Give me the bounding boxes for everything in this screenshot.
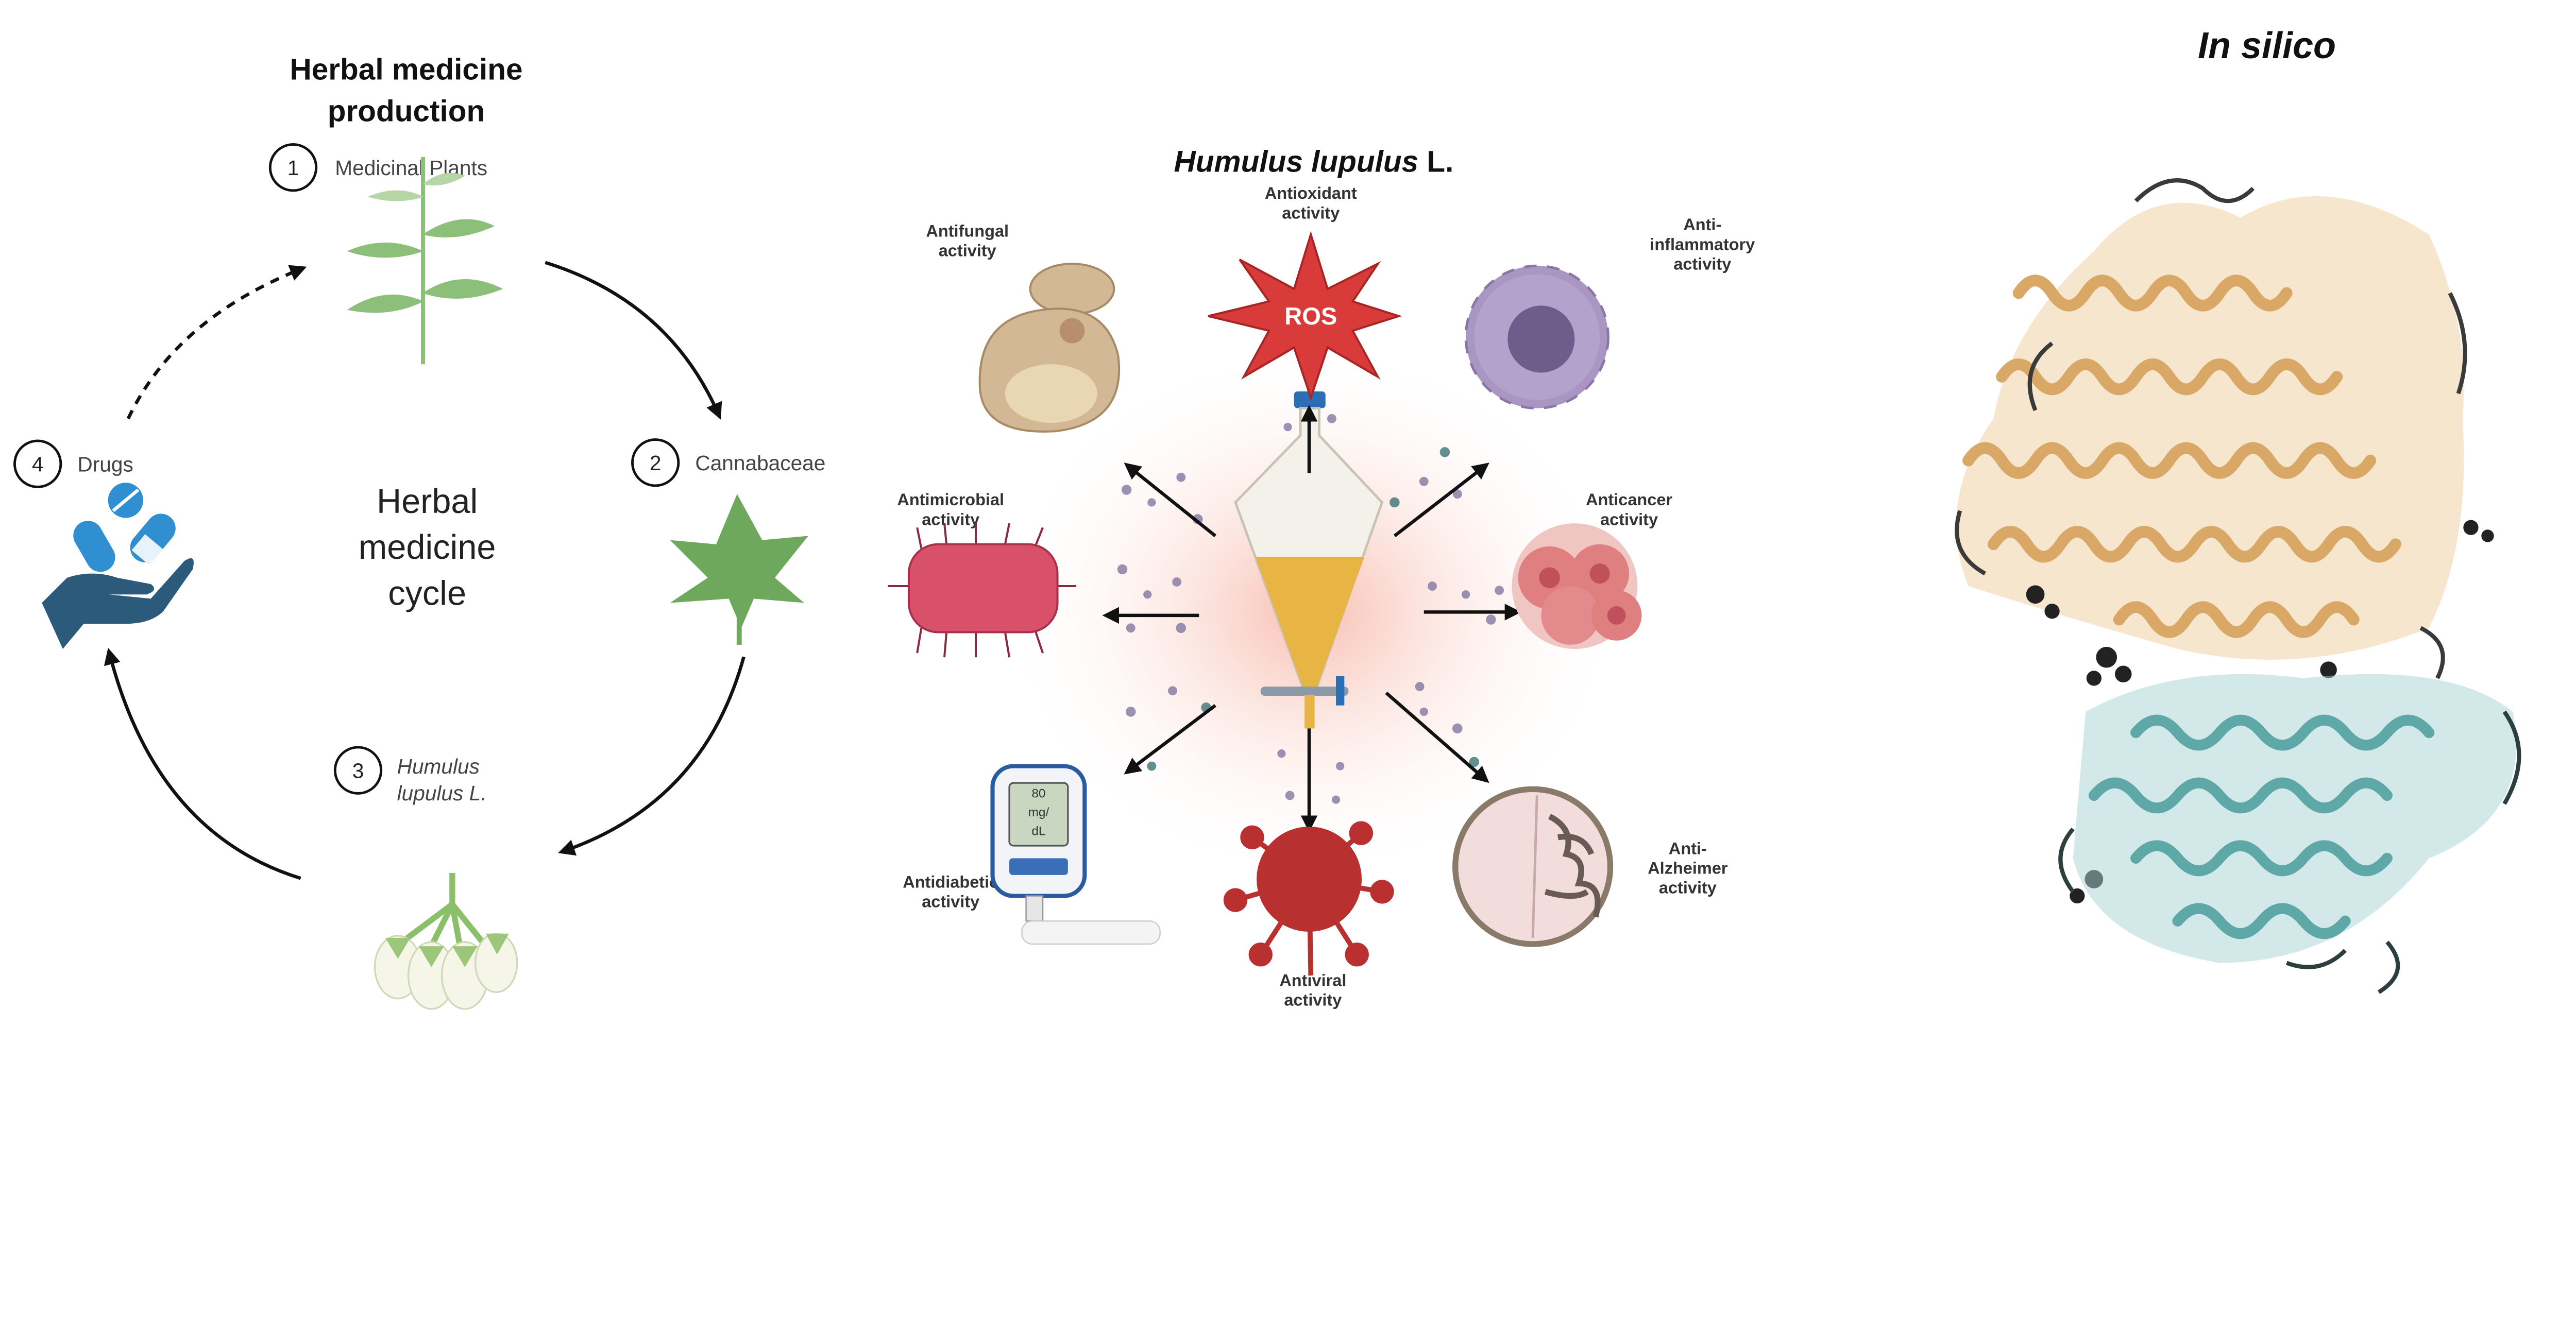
arrow-to-anti-inflammatory	[1393, 462, 1489, 538]
cancer-cells-icon	[1512, 523, 1642, 649]
step-2-cannabaceae: 2 Cannabaceae	[631, 438, 825, 645]
hop-flower-icon	[374, 872, 518, 1010]
arrow-humulus-to-drugs	[104, 647, 301, 880]
meter-reading-line1: 80	[1031, 787, 1045, 801]
protein-structure-ribbon	[1955, 178, 2521, 994]
arrow-to-antifungal	[1124, 462, 1217, 538]
step-number: 1	[287, 156, 299, 180]
step-number: 3	[352, 759, 364, 782]
step-1-medicinal-plants: 1 Medicinal Plants	[268, 143, 503, 365]
in-silico-panel	[1955, 178, 2521, 994]
glucose-meter-icon: 80 mg/ dL	[990, 764, 1161, 945]
antioxidant-label-line1: Antioxidant	[1265, 184, 1357, 202]
arrow-drugs-to-plants-dashed	[126, 265, 307, 420]
step-number: 4	[32, 452, 44, 476]
antimicrobial-label-line1: Antimicrobial	[897, 490, 1004, 509]
anti-alzheimer-label-line1: Anti-	[1669, 839, 1707, 858]
antidiabetic-label-line2: activity	[922, 892, 979, 911]
antioxidant-label-line2: activity	[1282, 203, 1340, 222]
hand-with-pills-icon	[42, 483, 194, 649]
step-label: Drugs	[77, 452, 133, 476]
cannabaceae-leaf-icon	[670, 494, 808, 645]
panel-title-line1: Herbal medicine	[290, 53, 522, 86]
separatory-funnel-icon	[1234, 391, 1384, 729]
virus-icon	[1223, 821, 1394, 976]
anti-inflammatory-label-line1: Anti-	[1683, 215, 1721, 234]
meter-reading-line3: dL	[1031, 825, 1045, 838]
step-3-humulus-lupulus: 3 Humulus lupulus L.	[333, 746, 518, 1010]
diagram: Herbal medicine production Herbal medici…	[13, 53, 2521, 1010]
cycle-center-line1: Herbal	[377, 483, 478, 521]
step-label-line1: Humulus	[397, 755, 480, 778]
antiviral-label-line2: activity	[1284, 991, 1342, 1009]
step-number-circle	[631, 438, 680, 487]
step-number-circle	[268, 143, 318, 192]
ros-label: ROS	[1284, 302, 1337, 330]
step-number-circle	[333, 746, 383, 795]
arrow-to-anti-alzheimer	[1385, 691, 1489, 783]
panel-title-suffix: L.	[1418, 145, 1453, 178]
step-label-line2: lupulus L.	[397, 781, 487, 805]
herbal-medicine-cycle-panel: Herbal medicine production Herbal medici…	[13, 53, 825, 1010]
ros-starburst-icon: ROS	[1208, 231, 1402, 401]
humulus-lupulus-activities-panel: Humulus lupulus L. Antioxida	[888, 145, 1755, 1009]
bacterium-icon	[888, 523, 1077, 658]
immune-cell-icon	[1464, 264, 1609, 409]
arrow-to-antidiabetic	[1124, 704, 1216, 775]
compound-particles	[1117, 414, 1504, 804]
cycle-center-line3: cycle	[388, 575, 466, 613]
panel-title-italic: Humulus lupulus	[1174, 145, 1419, 178]
antifungal-label-line2: activity	[939, 241, 996, 260]
anticancer-label-line1: Anticancer	[1586, 490, 1672, 509]
medicinal-plant-icon	[347, 157, 503, 365]
meter-reading-line2: mg/	[1028, 806, 1049, 819]
arrow-plants-to-cannabaceae	[545, 261, 722, 420]
anti-alzheimer-label-line2: Alzheimer	[1648, 859, 1728, 877]
anti-inflammatory-label-line3: activity	[1673, 254, 1731, 273]
step-label: Cannabaceae	[695, 451, 825, 475]
brain-section-icon	[1452, 786, 1614, 947]
antimicrobial-label-line2: activity	[922, 510, 979, 528]
anticancer-label-line2: activity	[1600, 510, 1658, 528]
anti-alzheimer-label-line3: activity	[1659, 879, 1717, 897]
arrow-cannabaceae-to-humulus	[558, 656, 745, 856]
panel-title: Humulus lupulus L.	[1174, 145, 1454, 178]
antifungal-label-line1: Antifungal	[926, 221, 1009, 240]
step-4-drugs: 4 Drugs	[13, 439, 194, 649]
antidiabetic-label-line1: Antidiabetic	[903, 872, 998, 891]
fungus-yeast-icon	[978, 263, 1121, 433]
cycle-center-line2: medicine	[359, 528, 496, 567]
in-silico-panel-title: In silico	[2197, 25, 2336, 66]
step-number: 2	[650, 451, 662, 475]
figure-stage: Herbal medicine production Herbal medici…	[13, 25, 2521, 1010]
panel-title-line2: production	[328, 95, 485, 128]
anti-inflammatory-label-line2: inflammatory	[1650, 235, 1755, 253]
step-number-circle	[13, 439, 62, 488]
